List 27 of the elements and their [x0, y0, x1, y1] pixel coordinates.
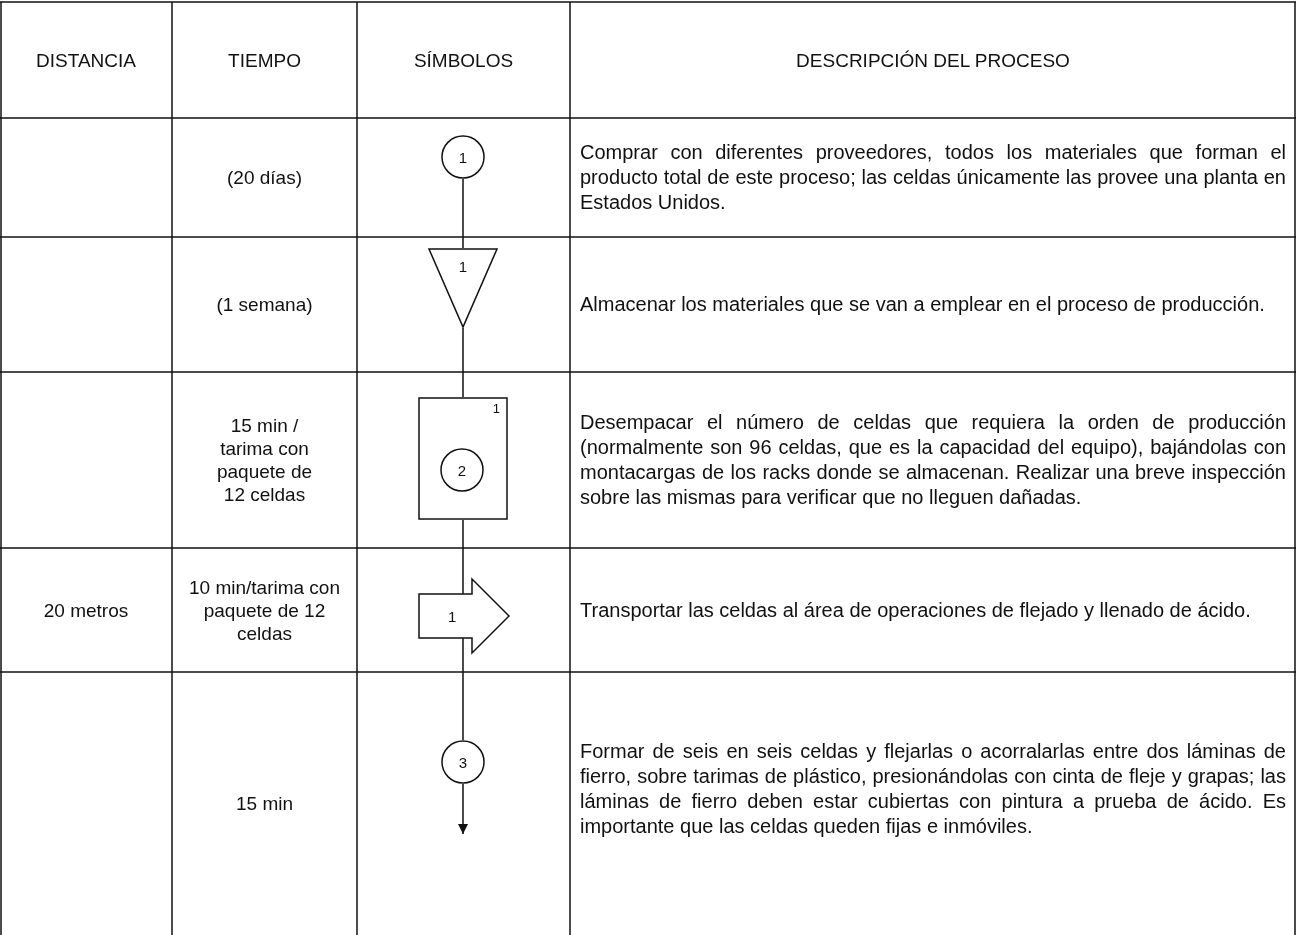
description-text: Almacenar los materiales que se van a emplear en el proceso de producción.	[580, 292, 1265, 317]
description-text: Desempacar el número de celdas que requiera la orden de producción (normalmente son 96 celdas, que es la capacidad del equipo), bajándolas con montacargas de los racks donde se almacenan. Realizar una breve inspección sobre las mismas para verificar que no lleguen dañadas.	[580, 410, 1286, 510]
time-text: 15 min	[236, 792, 293, 815]
time-text: (20 días)	[227, 166, 302, 189]
transport-arrow: 1	[418, 578, 510, 654]
distance-text: 20 metros	[43, 598, 129, 622]
storage-triangle: 1	[428, 248, 498, 328]
step-number: 1	[492, 401, 500, 416]
operation-circle: 3	[441, 740, 485, 784]
column-header: SÍMBOLOS	[413, 48, 514, 72]
column-header: DISTANCIA	[36, 48, 136, 72]
connector-line	[462, 178, 464, 249]
connector-line	[462, 519, 464, 595]
operation-circle: 1	[441, 135, 485, 179]
description-text: Transportar las celdas al área de operaciones de flejado y llenado de ácido.	[580, 597, 1251, 623]
time-text: (1 semana)	[216, 293, 313, 316]
description-text: Comprar con diferentes proveedores, todos los materiales que forman el producto total de este proceso; las celdas únicamente las provee una planta en Estados Unidos.	[580, 140, 1286, 215]
connector-line	[462, 327, 464, 398]
column-header: TIEMPO	[228, 48, 301, 72]
time-text: 15 min / tarima con paquete de 12 celdas	[215, 414, 314, 506]
inspection-square	[418, 397, 508, 520]
arrow	[457, 783, 469, 835]
connector-line	[462, 637, 464, 741]
column-header: DESCRIPCIÓN DEL PROCESO	[796, 48, 1070, 72]
time-text: 10 min/tarima con paquete de 12 celdas	[188, 575, 341, 645]
operation-circle: 2	[440, 448, 484, 492]
description-text: Formar de seis en seis celdas y flejarlas o acorralarlas entre dos láminas de fierro, sobre tarimas de plástico, presionándolas con cinta de fleje y grapas; las láminas de fierro deben estar cubiertas con pintura a prueba de ácido. Es importante que las celdas queden fijas e inmóviles.	[580, 738, 1286, 839]
